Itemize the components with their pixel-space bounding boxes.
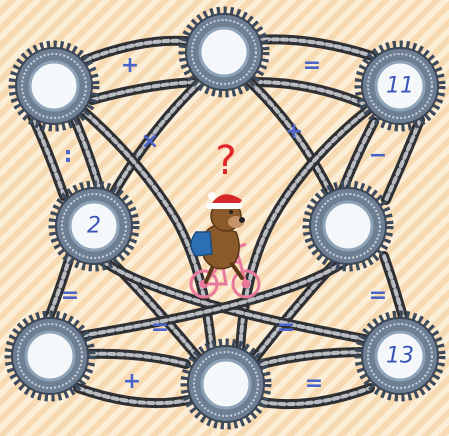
bear-on-bicycle-illustration [191, 192, 259, 297]
gear-top-right: 11 [358, 44, 442, 128]
gear-slot-middle-right[interactable] [324, 202, 372, 250]
gear-slot-bottom-left[interactable] [26, 332, 74, 380]
gear-value-middle-left: 2 [87, 214, 101, 239]
chain-top-left-to-top-center [85, 41, 196, 100]
gear-middle-left: 2 [52, 184, 136, 268]
question-mark: ? [215, 138, 236, 184]
operator-top-left-diagonal: × [141, 129, 159, 154]
operator-bottom-left-bottom-center: + [123, 369, 141, 394]
operator-top-left-middle-left: : [64, 143, 73, 168]
operator-middle-right-bottom-right: = [369, 283, 387, 308]
operator-middle-left-cross: = [151, 315, 169, 340]
gear-slot-bottom-center[interactable] [202, 360, 250, 408]
gear-slot-top-center[interactable] [200, 28, 248, 76]
operator-top-right-diagonal: + [285, 119, 303, 144]
gear-middle-right [306, 184, 390, 268]
gear-slot-top-left[interactable] [30, 62, 78, 110]
operator-middle-left-bottom-left: = [61, 283, 79, 308]
operator-top-right-middle-right: − [369, 143, 387, 168]
operator-middle-right-cross: = [277, 315, 295, 340]
operator-bottom-center-bottom-right: = [305, 371, 323, 396]
operator-top-left-top-center: + [121, 53, 139, 78]
operator-top-center-top-right: = [303, 53, 321, 78]
gear-value-top-right: 11 [386, 74, 414, 99]
gear-value-bottom-right: 13 [386, 344, 414, 369]
